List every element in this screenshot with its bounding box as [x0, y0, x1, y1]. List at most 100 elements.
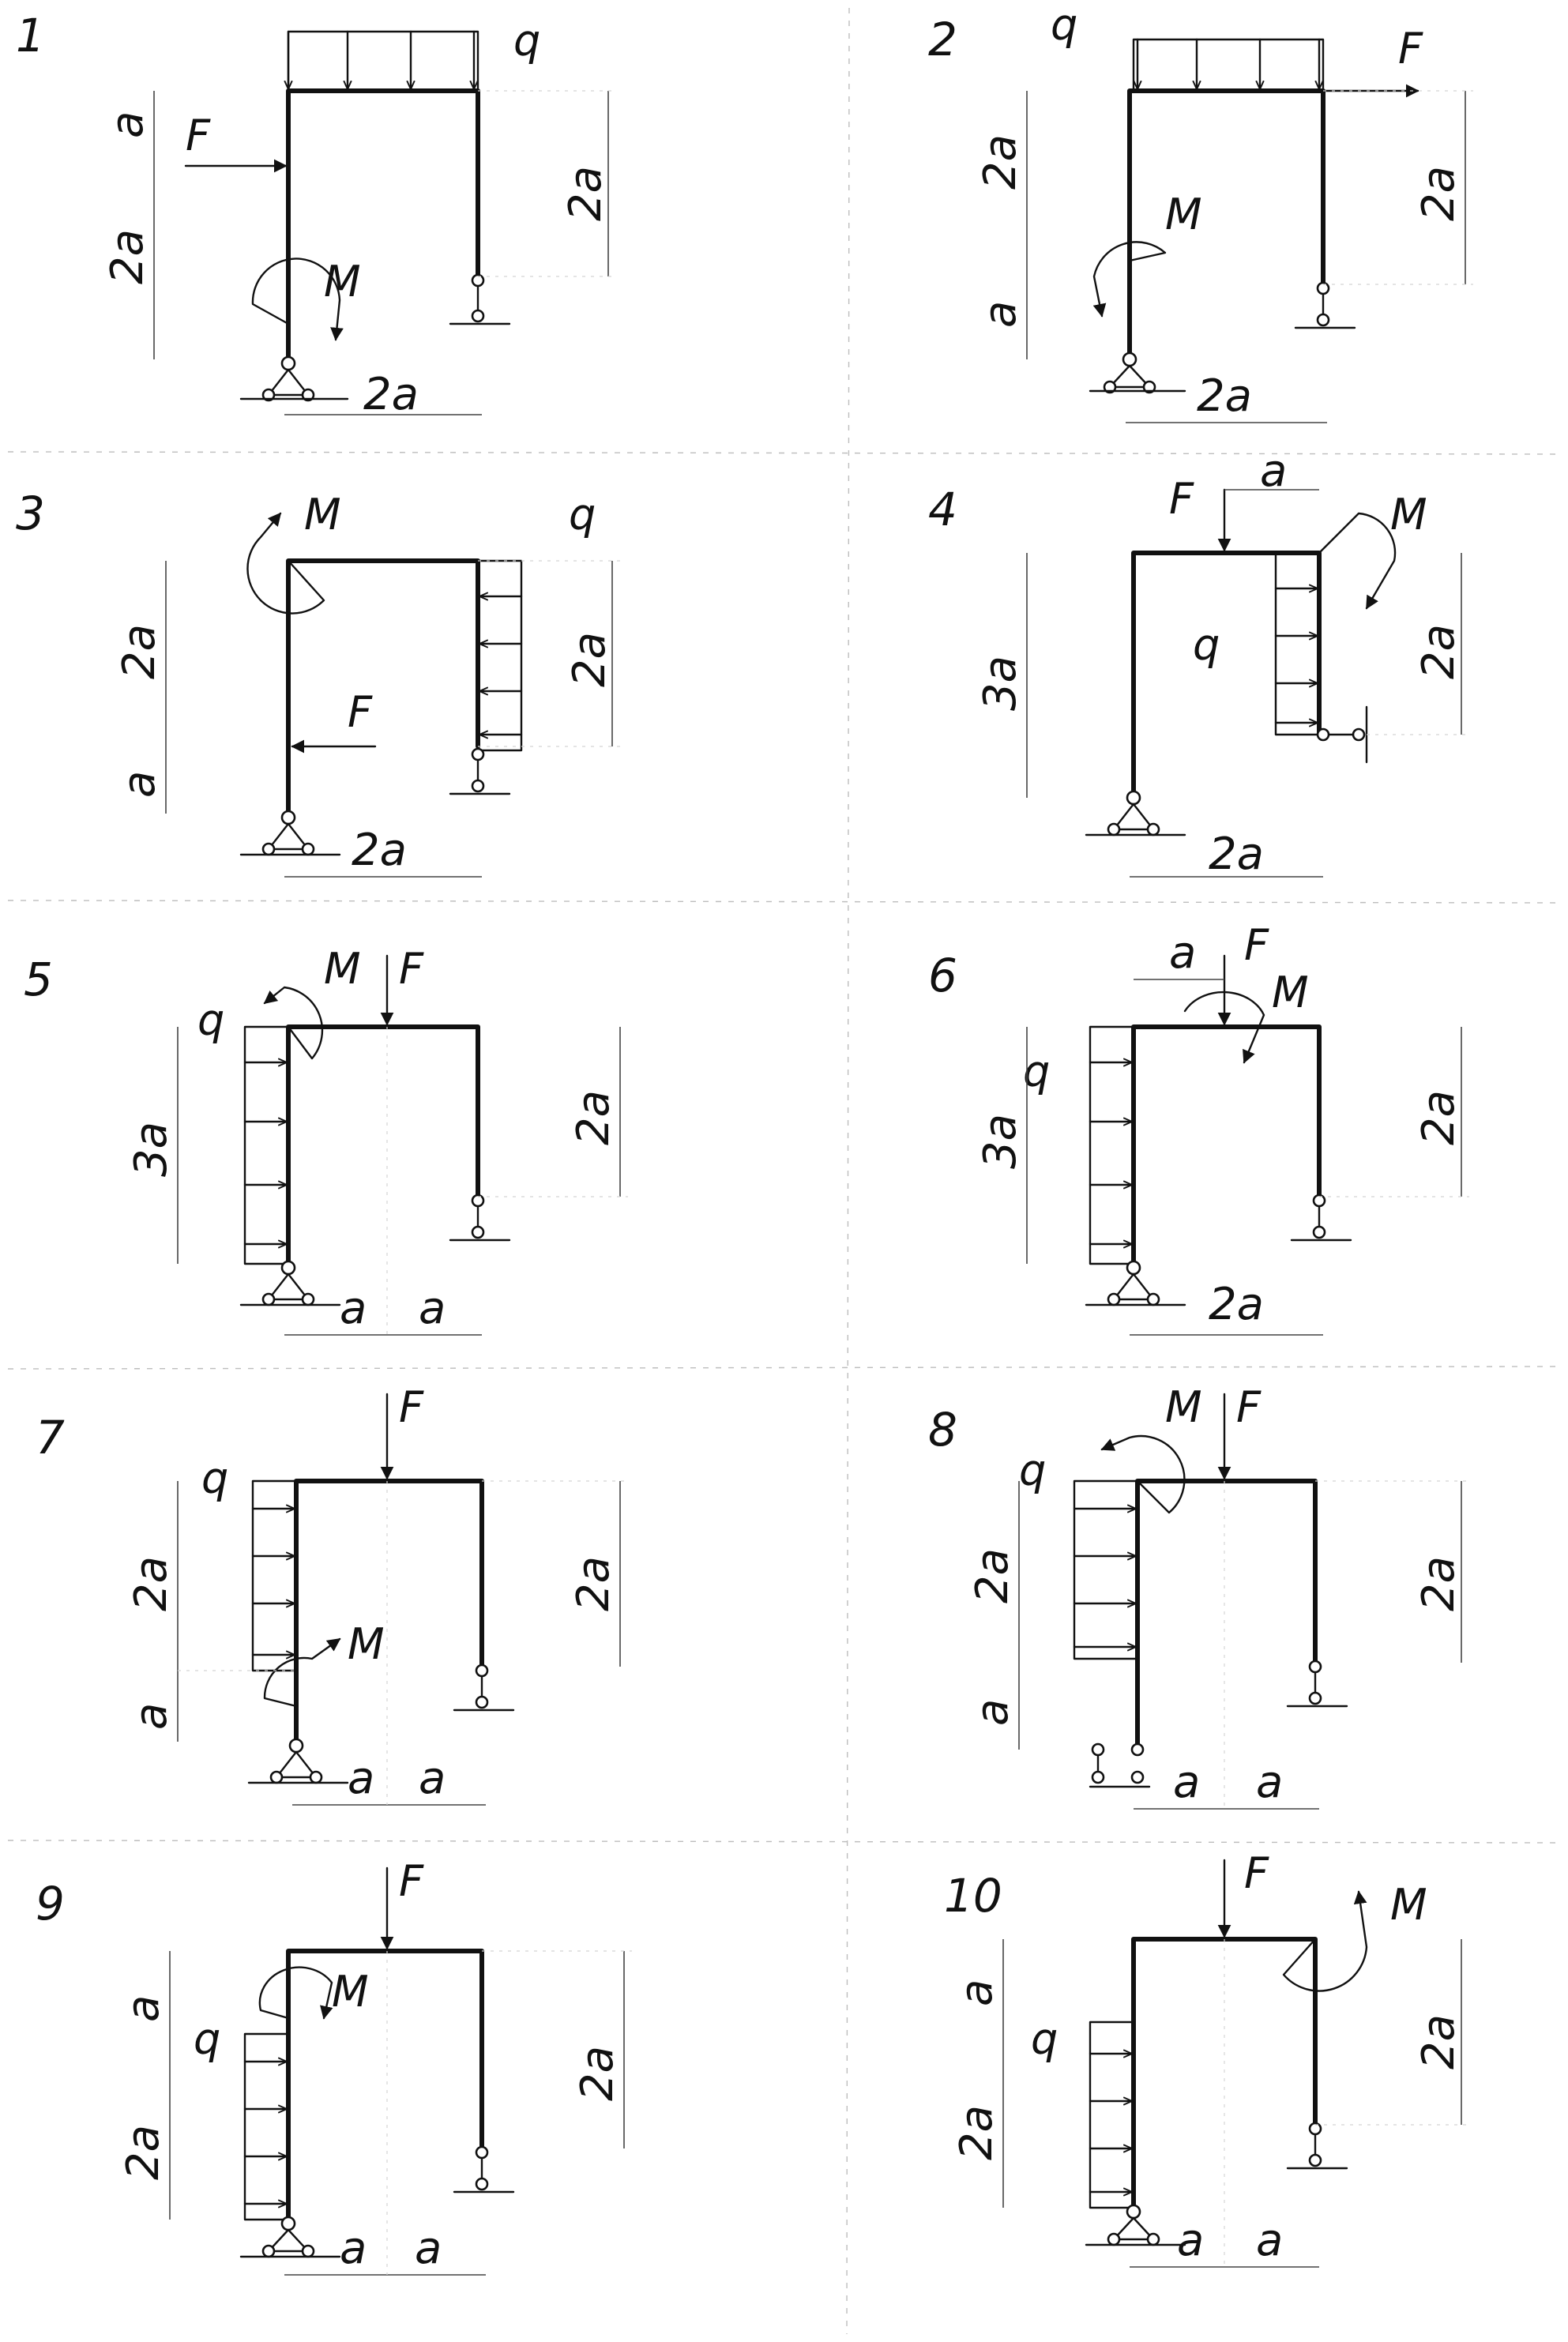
moment-m-arrow: [263, 986, 324, 1060]
dimension-lines: [1018, 1480, 1469, 1810]
dim-label: a: [126, 1703, 177, 1730]
moment-m-arrow: [1318, 512, 1397, 610]
scheme-5: 5 q F M: [24, 944, 628, 1336]
f-label: F: [1398, 24, 1423, 73]
roller-support: [449, 747, 511, 795]
dim-label: a: [1173, 1757, 1200, 1808]
roller-support: [453, 1663, 515, 1712]
dim-label: 2a: [1413, 166, 1465, 221]
dim-label: a: [967, 1699, 1018, 1726]
dim-label: 2a: [1209, 1279, 1264, 1330]
q-label: q: [1019, 1445, 1046, 1495]
scheme-10: 10 q F M: [944, 1848, 1469, 2268]
moment-m-arrow: [258, 1966, 333, 2020]
q-label: q: [194, 2014, 220, 2064]
f-label: F: [399, 1856, 424, 1906]
pin-support: [247, 1738, 349, 1784]
dim-label: 2a: [1197, 370, 1252, 422]
distributed-load-q: [1073, 1479, 1139, 1660]
scheme-6: 6 q F M: [928, 920, 1469, 1336]
roller-support: [453, 2145, 515, 2194]
moment-m-arrow: [263, 1637, 341, 1708]
scheme-3: 3 q F M: [16, 487, 620, 878]
horizontal-roller-support: [1316, 705, 1368, 764]
scheme-number: 8: [928, 1403, 957, 1457]
moment-m-arrow: [251, 258, 344, 341]
roller-support: [449, 273, 511, 325]
scheme-number: 10: [944, 1869, 1002, 1923]
pin-support: [239, 1260, 341, 1306]
dim-label: 2a: [1413, 1556, 1465, 1611]
moment-m-arrow: [1100, 1434, 1186, 1514]
dim-label: 2a: [564, 632, 615, 687]
f-label: F: [399, 944, 424, 994]
pin-support: [1085, 1260, 1186, 1306]
m-label: M: [332, 1967, 369, 2017]
dimension-lines: [177, 1480, 628, 1806]
scheme-number: 4: [928, 483, 957, 536]
dim-label: a: [114, 771, 165, 798]
frame-member: [1131, 1024, 1322, 1266]
dim-label: 2a: [568, 1090, 619, 1145]
frame-member: [286, 558, 480, 816]
dim-label: 2a: [118, 2125, 169, 2180]
f-label: F: [1244, 920, 1269, 970]
scheme-7: 7 q F M: [36, 1382, 628, 1806]
dimension-lines: [169, 1950, 632, 2276]
frame-member: [1131, 551, 1322, 800]
frame-member: [286, 88, 480, 366]
scheme-2: 2 q F M: [928, 0, 1473, 423]
m-label: M: [1165, 190, 1202, 239]
dimension-lines: [165, 560, 620, 878]
dim-label: 2a: [975, 134, 1026, 190]
q-label: q: [1031, 2014, 1058, 2064]
dimension-lines: [177, 1027, 628, 1336]
scheme-4: 4 q F M: [928, 445, 1469, 880]
dim-label: 2a: [1413, 624, 1465, 679]
dimension-lines: [153, 90, 616, 415]
dim-label: 2a: [126, 1556, 177, 1611]
scheme-number: 2: [928, 13, 957, 66]
pin-support: [1085, 790, 1186, 836]
roller-support: [1290, 1194, 1352, 1242]
dim-label: 2a: [363, 369, 419, 420]
dim-label: a: [1260, 445, 1287, 497]
grid-separators: [7, 7, 1561, 2335]
dim-label: 2a: [1209, 829, 1264, 880]
f-label: F: [1236, 1382, 1262, 1432]
dimension-lines: [1002, 1939, 1469, 2268]
scheme-number: 9: [36, 1877, 65, 1930]
dimension-lines: [1026, 489, 1469, 878]
distributed-load-q: [1274, 551, 1321, 736]
q-label: q: [1193, 620, 1220, 670]
m-label: M: [1272, 968, 1309, 1017]
dim-label: 2a: [560, 166, 611, 221]
moment-m-arrow: [1092, 241, 1167, 318]
dim-label: 3a: [975, 1114, 1026, 1169]
scheme-number: 3: [16, 487, 45, 540]
q-label: q: [201, 1453, 228, 1503]
moment-m-arrow: [246, 512, 325, 615]
dim-label: a: [118, 1995, 169, 2022]
m-label: M: [1390, 490, 1427, 539]
m-label: M: [348, 1619, 385, 1669]
pin-support: [239, 2216, 341, 2258]
pin-support: [239, 355, 349, 402]
m-label: M: [324, 257, 361, 306]
roller-support: [1286, 2122, 1348, 2170]
f-label: F: [348, 687, 373, 737]
m-label: M: [1390, 1880, 1427, 1930]
distributed-load-q: [243, 1025, 290, 1265]
distributed-load-q: [251, 1479, 298, 1672]
frame-member: [294, 1479, 484, 1744]
dim-label: a: [415, 2223, 442, 2274]
scheme-number: 6: [928, 949, 957, 1002]
q-label: q: [569, 490, 596, 539]
dim-label: a: [419, 1753, 446, 1804]
dim-label: 2a: [951, 2105, 1002, 2160]
roller-support: [1286, 1660, 1348, 1708]
dim-label: a: [975, 301, 1026, 328]
pin-support: [1089, 351, 1186, 394]
dim-label: a: [348, 1753, 374, 1804]
